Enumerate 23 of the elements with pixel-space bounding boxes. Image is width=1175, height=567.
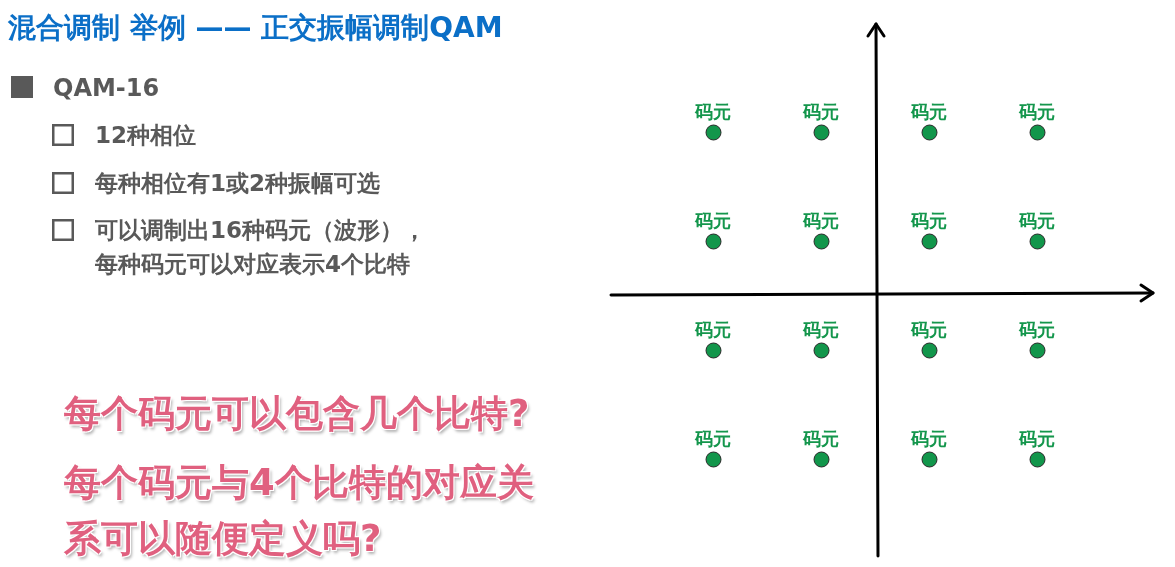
list-heading-text: QAM-16 bbox=[53, 73, 160, 103]
point-label: 码元 bbox=[1018, 101, 1056, 123]
list-item-text: 可以调制出16种码元（波形），每种码元可以对应表示4个比特 bbox=[95, 216, 427, 279]
point-label: 码元 bbox=[694, 101, 732, 123]
slide-title: 混合调制 举例 —— 正交振幅调制QAM bbox=[8, 10, 503, 46]
point-label: 码元 bbox=[910, 101, 948, 123]
point-label: 码元 bbox=[910, 210, 948, 232]
point-label: 码元 bbox=[694, 210, 732, 232]
point-label: 码元 bbox=[802, 101, 840, 123]
point-label: 码元 bbox=[802, 319, 840, 341]
point-label: 码元 bbox=[1018, 210, 1056, 232]
point-label: 码元 bbox=[1018, 428, 1056, 450]
point-label: 码元 bbox=[910, 319, 948, 341]
point-label: 码元 bbox=[802, 428, 840, 450]
point-label: 码元 bbox=[1018, 319, 1056, 341]
point-label: 码元 bbox=[694, 428, 732, 450]
point-label: 码元 bbox=[694, 319, 732, 341]
list-item-text: 12种相位 bbox=[95, 121, 196, 150]
list-item-text: 每种相位有1或2种振幅可选 bbox=[95, 169, 380, 198]
question-text: 每个码元可以包含几个比特? bbox=[64, 391, 530, 437]
question-text: 每个码元与4个比特的对应关系可以随便定义吗? bbox=[64, 460, 535, 562]
point-label: 码元 bbox=[802, 210, 840, 232]
point-label: 码元 bbox=[910, 428, 948, 450]
